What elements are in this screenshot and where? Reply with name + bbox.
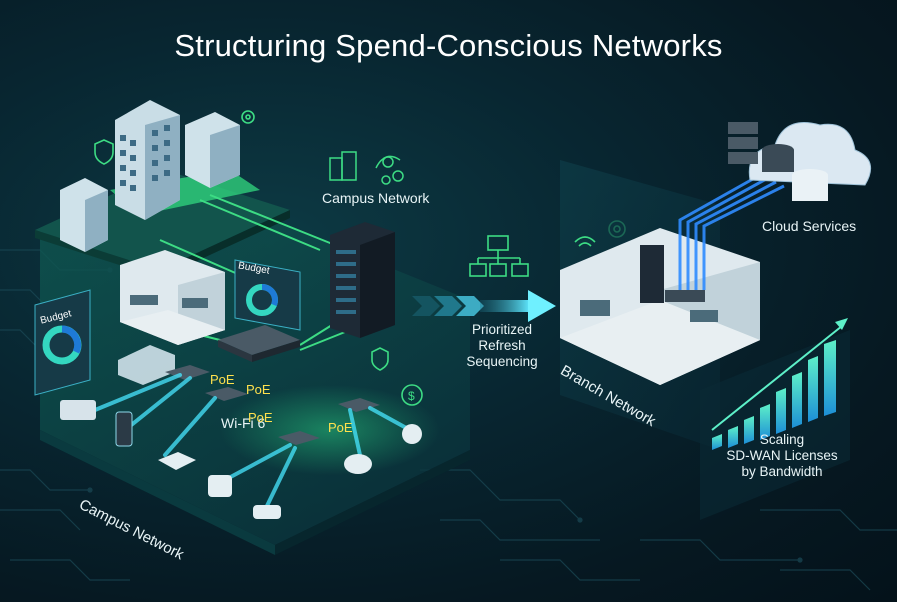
building-icon-small xyxy=(329,151,357,181)
scaling-line-3: by Bandwidth xyxy=(741,464,823,479)
wifi6-label: Wi-Fi 6 xyxy=(221,415,266,431)
budget-panel-right xyxy=(234,259,301,331)
poe-label-2: PoE xyxy=(246,382,271,397)
poe-label-4: PoE xyxy=(328,420,353,435)
server-rack xyxy=(330,222,395,338)
network-tree-icon xyxy=(469,235,529,277)
scaling-sdwan-label: Scaling SD-WAN Licenses by Bandwidth xyxy=(712,432,852,480)
scaling-line-2: SD-WAN Licenses xyxy=(726,448,838,463)
campus-network-label: Campus Network xyxy=(322,190,430,206)
building-icon xyxy=(60,100,240,252)
prioritized-line-2: Refresh xyxy=(478,338,526,353)
wifi-icon xyxy=(574,236,596,247)
svg-text:$: $ xyxy=(408,389,415,403)
poe-label-1: PoE xyxy=(210,372,235,387)
campus-devices xyxy=(60,400,422,519)
cloud-links xyxy=(678,173,785,290)
shield-icon xyxy=(94,139,389,371)
page-title: Structuring Spend-Conscious Networks xyxy=(174,28,723,63)
scaling-line-1: Scaling xyxy=(759,432,805,447)
cloud-icon xyxy=(728,122,872,201)
growth-bars xyxy=(700,318,850,520)
stairs xyxy=(118,345,175,385)
device-beams xyxy=(93,373,412,512)
poe-label-3: PoE xyxy=(248,410,273,425)
refresh-arrow xyxy=(412,290,556,322)
budget-panel-left xyxy=(34,289,91,396)
cloud-services-label: Cloud Services xyxy=(762,218,857,234)
people-network-icon xyxy=(375,155,404,185)
office-room xyxy=(120,250,225,345)
branch-platform xyxy=(560,160,760,450)
prioritized-line-3: Sequencing xyxy=(466,354,538,369)
prioritized-refresh-label: Prioritized Refresh Sequencing xyxy=(452,322,552,370)
prioritized-line-1: Prioritized xyxy=(471,322,533,337)
dollar-cycle-icon: $ xyxy=(401,384,423,406)
